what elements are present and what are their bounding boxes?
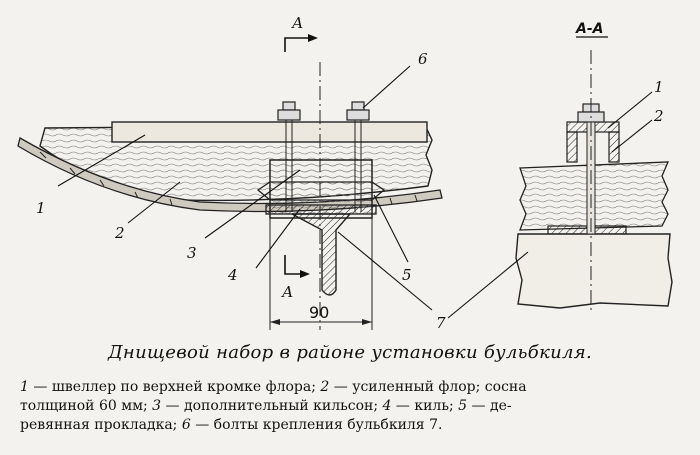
legend-item-number: 2 — [320, 379, 330, 395]
keel-plate — [265, 204, 377, 215]
section-channel-web — [566, 131, 578, 163]
section-title: А-А — [575, 21, 603, 37]
legend-item-text: толщиной 60 мм; — [20, 398, 153, 414]
callouts-main — [57, 65, 433, 311]
svg-text:90: 90 — [309, 303, 329, 322]
callout-4: 4 — [227, 266, 238, 284]
legend-item-text: — усиленный флор; сосна — [329, 379, 527, 395]
callout-7: 7 — [436, 314, 446, 332]
legend-line: толщиной 60 мм; 3 — дополнительный кильс… — [20, 397, 680, 416]
legend-item-number: 6 — [181, 417, 191, 433]
legend-item-text: — дополнительный кильсон; — [161, 398, 383, 414]
section-callout-1: 1 — [654, 78, 664, 96]
legend-item-number: 4 — [382, 398, 392, 414]
hull-planking — [17, 137, 443, 213]
svg-text:А: А — [291, 14, 303, 32]
legend-item-text: — болты крепления бульбкиля 7. — [190, 417, 443, 433]
dimension-90: 90 — [269, 218, 373, 330]
legend-item-text: — швеллер по верхней кромке флора; — [28, 379, 321, 395]
section-view: А-А 1 2 — [447, 21, 673, 319]
main-view: А А 90 1 2 3 4 5 6 — [17, 14, 446, 332]
section-callout-2: 2 — [653, 107, 664, 125]
bulb-keel — [291, 213, 352, 296]
legend-item-text: — де- — [467, 398, 512, 414]
callout-6: 6 — [418, 50, 428, 68]
svg-text:А: А — [281, 283, 293, 301]
wooden-packing — [256, 181, 386, 201]
callout-2: 2 — [114, 224, 125, 242]
legend-item-number: 5 — [458, 398, 468, 414]
legend-item-number: 3 — [152, 398, 162, 414]
bolt-left — [277, 101, 301, 212]
callout-5: 5 — [402, 266, 412, 284]
legend-line: ревянная прокладка; 6 — болты крепления … — [20, 416, 680, 435]
channel-beam — [111, 121, 428, 143]
figure-legend: 1 — швеллер по верхней кромке флора; 2 —… — [20, 378, 680, 435]
callouts-section — [447, 91, 653, 319]
cut-mark-top: А — [284, 14, 318, 52]
legend-item-text: — киль; — [391, 398, 459, 414]
legend-item-text: ревянная прокладка; — [20, 417, 182, 433]
hull-planking-seams — [39, 151, 418, 206]
bulb-keel-drawing: А А 90 1 2 3 4 5 6 — [17, 14, 673, 332]
cut-mark-bottom: А — [281, 255, 310, 301]
figure-caption: Днищевой набор в районе установки бульбк… — [107, 342, 593, 363]
callout-3: 3 — [187, 244, 197, 262]
section-bulb-keel — [515, 233, 673, 309]
bolt-right — [346, 101, 370, 212]
legend-line: 1 — швеллер по верхней кромке флора; 2 —… — [20, 378, 680, 397]
callout-1: 1 — [36, 199, 46, 217]
legend-item-number: 1 — [20, 379, 29, 395]
